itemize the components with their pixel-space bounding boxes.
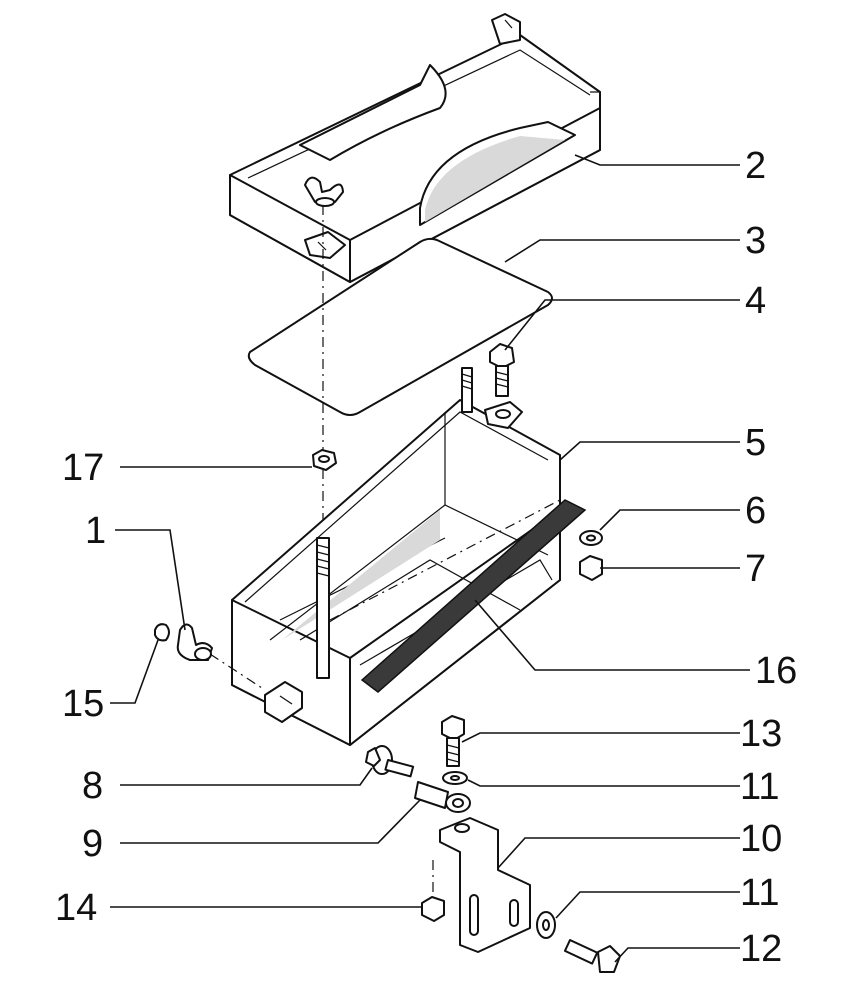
callout-12: 12 [740, 928, 782, 970]
part-16-felt-strip [360, 499, 587, 693]
part-14-nut [421, 896, 445, 922]
part-15-clip [154, 623, 170, 642]
part-11-washer-lower [536, 911, 556, 939]
callout-8: 8 [82, 765, 103, 807]
part-6-washer [579, 530, 603, 546]
callout-4: 4 [745, 280, 766, 322]
callout-1: 1 [85, 510, 106, 552]
part-1-wing-nut [176, 623, 213, 661]
callout-15: 15 [62, 683, 104, 725]
stud-rod-front [316, 537, 330, 679]
part-2-cover [229, 13, 601, 283]
callout-5: 5 [745, 422, 766, 464]
part-11-washer-upper [442, 771, 468, 785]
part-17-nut [312, 449, 337, 471]
callout-labels: 2 3 4 5 6 7 16 13 11 10 11 12 17 1 15 8 … [55, 145, 797, 970]
part-13-bolt [441, 715, 465, 767]
part-3-gasket [247, 237, 553, 416]
callout-14: 14 [55, 887, 97, 929]
callout-3: 3 [745, 220, 766, 262]
callout-9: 9 [82, 823, 103, 865]
stud-rod-rear [461, 367, 473, 413]
part-4-bolt [489, 343, 515, 397]
leader-lines [110, 154, 750, 963]
callout-13: 13 [740, 713, 782, 755]
callout-7: 7 [745, 548, 766, 590]
callout-11-lower: 11 [740, 872, 779, 914]
part-10-bracket [439, 817, 531, 953]
callout-17: 17 [62, 447, 104, 489]
callout-16: 16 [755, 650, 797, 692]
callout-6: 6 [745, 490, 766, 532]
part-8-threaded-bolt [365, 745, 415, 778]
callout-11-upper: 11 [740, 766, 779, 808]
part-7-nut [579, 555, 603, 581]
part-12-bolt [563, 939, 621, 973]
callout-2: 2 [745, 145, 766, 187]
callout-10: 10 [740, 818, 782, 860]
part-9-rod-end [414, 781, 471, 813]
